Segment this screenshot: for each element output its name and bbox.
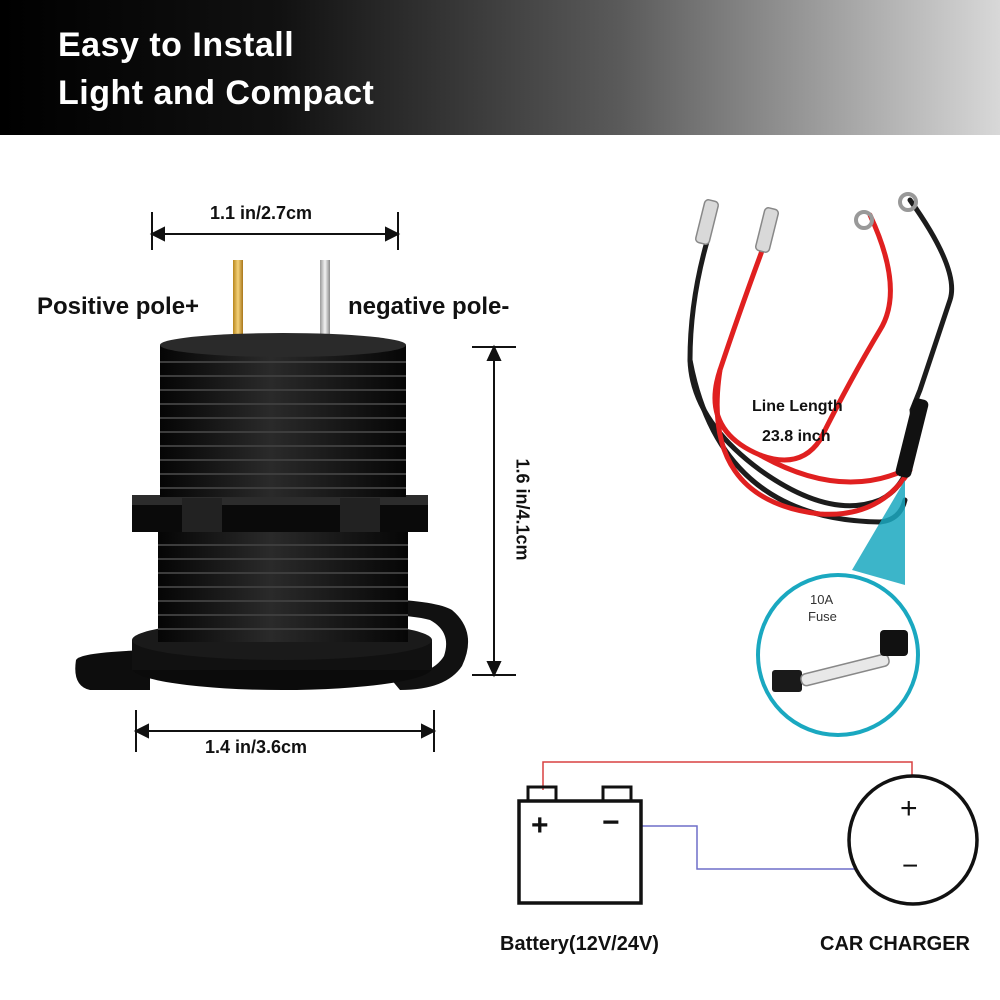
height-dimension [472,344,516,678]
fuse-rating-label: 10A [810,592,834,607]
battery-symbol [517,799,643,905]
battery-minus-sign: − [602,806,620,839]
negative-pin [320,260,330,336]
top-width-dimension [149,212,401,250]
charger-minus-sign: − [902,850,919,881]
cable-assembly [687,197,955,525]
battery-label: Battery(12V/24V) [500,933,659,955]
bullet-connectors [694,199,780,253]
battery-plus-sign: + [531,809,549,842]
car-charger-symbol [847,774,979,906]
base-width-dimension [133,710,437,752]
battery-wiring [517,761,979,906]
base-width-label: 1.4 in/3.6cm [205,737,308,757]
fuse-label: Fuse [808,609,837,624]
height-label: 1.6 in/4.1cm [512,458,533,561]
line-length-label: Line Length [752,398,843,415]
positive-pole-label: Positive pole+ [37,293,200,320]
header-banner: Easy to Install Light and Compact [0,0,1000,135]
line-length-value: 23.8 inch [762,428,831,445]
fuse-callout [756,480,920,737]
header-title-line-1: Easy to Install [58,26,295,64]
car-charger-label: CAR CHARGER [820,933,970,955]
header-title-line-2: Light and Compact [58,74,375,112]
ring-terminals [854,192,918,230]
positive-pin [233,260,243,336]
socket-body [75,260,469,690]
negative-pole-label: negative pole- [348,293,510,320]
top-width-label: 1.1 in/2.7cm [210,203,313,223]
charger-plus-sign: + [900,792,918,825]
